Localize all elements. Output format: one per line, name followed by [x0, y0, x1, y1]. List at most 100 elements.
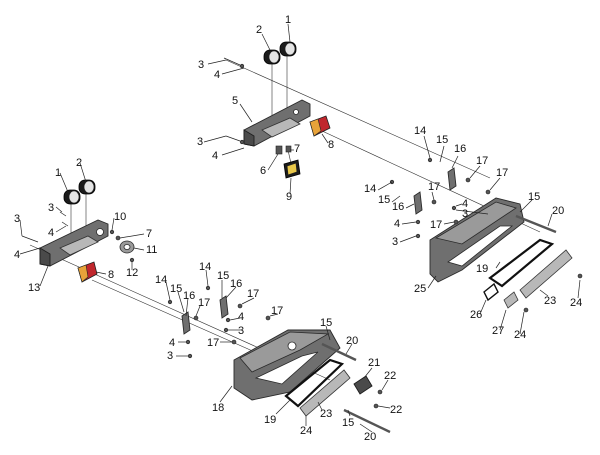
callout-27: 27: [492, 325, 504, 337]
screw-24-right-a: [577, 273, 583, 279]
callout-9: 9: [286, 191, 292, 203]
callout-1-upper: 1: [285, 14, 291, 26]
callout-26: 26: [470, 309, 482, 321]
callout-3-right-a: 3: [462, 208, 468, 220]
work-lamp-left-1: [63, 189, 81, 205]
callout-3-left-a: 3: [48, 202, 54, 214]
callout-25: 25: [414, 283, 426, 295]
callout-3-lower-a: 3: [238, 325, 244, 337]
callout-14-right-a: 14: [414, 125, 426, 137]
rear-lamp-left: [77, 261, 98, 283]
screw-22-b: [373, 403, 379, 409]
right-housing-assembly: [389, 157, 583, 313]
callout-10: 10: [114, 211, 126, 223]
screw-22-a: [377, 389, 383, 395]
plate-27: [503, 291, 519, 309]
hinge-16-right-b: [413, 191, 423, 215]
callout-12: 12: [126, 267, 138, 279]
callout-23-right: 23: [544, 295, 556, 307]
callout-17-lower-a: 17: [198, 297, 210, 309]
callout-16-lower-b: 16: [230, 278, 242, 290]
callout-22-b: 22: [390, 404, 402, 416]
callout-21: 21: [368, 357, 380, 369]
callout-6: 6: [260, 165, 266, 177]
washer-4-b: [185, 339, 191, 345]
callout-17-lower-c: 17: [271, 305, 283, 317]
rod-20-b: [343, 408, 391, 434]
callout-7-upper: 7: [294, 143, 300, 155]
rear-lamp-upper: [309, 115, 331, 137]
callout-8-upper: 8: [328, 139, 334, 151]
callout-20-lower-a: 20: [346, 335, 358, 347]
work-lamp-upper-2: [263, 49, 281, 65]
housing-18-top: [239, 331, 330, 373]
gasket-26: [483, 282, 499, 302]
callout-3-right-b: 3: [392, 236, 398, 248]
callout-14-right-b: 14: [364, 183, 376, 195]
callout-23-lower: 23: [320, 408, 332, 420]
lamp-mount-plate-left: [59, 235, 99, 256]
housing-18-port: [287, 341, 297, 351]
callout-1-left: 1: [55, 167, 61, 179]
lamp-mount-plate-upper: [261, 117, 301, 138]
callout-24-lower: 24: [300, 425, 312, 437]
callout-15-right-b: 15: [378, 194, 390, 206]
callout-4-lower-a: 4: [238, 311, 244, 323]
callout-3-mid: 3: [197, 136, 203, 148]
nut-17-d: [231, 339, 237, 345]
bolt-3-left: [21, 235, 39, 243]
callout-17-lower-b: 17: [247, 288, 259, 300]
nut-17-h: [453, 219, 459, 225]
callout-15-right-a: 15: [436, 134, 448, 146]
bracket-hole: [293, 109, 299, 115]
callout-20-lower-b: 20: [364, 431, 376, 443]
callout-4-left-a: 4: [48, 227, 54, 239]
nut-17-e: [465, 177, 471, 183]
callout-14-lower-a: 14: [155, 274, 167, 286]
callout-24-right-a: 24: [570, 297, 582, 309]
hinge-16-left-b: [219, 295, 229, 319]
callout-4-lower-b: 4: [169, 337, 175, 349]
callout-4-right-b: 4: [394, 218, 400, 230]
rod-20-a: [321, 342, 357, 362]
rod-20-right: [515, 214, 557, 234]
reflector-21: [353, 375, 373, 395]
callout-labels: 1 2 3 4 5 3 4 7 8 6 9 1 2 3 3 4 4 10 7 1…: [14, 14, 582, 443]
cover-plate-23-right: [519, 249, 573, 299]
callout-3-left-b: 3: [14, 213, 20, 225]
callout-8-left: 8: [108, 269, 114, 281]
fastener-7: [285, 145, 292, 153]
screw-24-right-b: [523, 307, 529, 313]
screw-12: [129, 257, 135, 263]
housing-25-top: [434, 201, 517, 245]
callout-4-left-b: 4: [14, 249, 20, 261]
bracket-hole-left: [96, 228, 104, 236]
screw-3-c: [415, 233, 421, 239]
callout-3-upper: 3: [198, 59, 204, 71]
callout-17-right-c: 17: [428, 181, 440, 193]
callout-7-left: 7: [146, 228, 152, 240]
bolt-3-left-c: [61, 221, 69, 227]
callout-2-left: 2: [76, 157, 82, 169]
washer-14-b: [205, 285, 211, 291]
callout-11: 11: [146, 244, 157, 256]
screw-3-a: [223, 327, 229, 333]
housing-25-window: [447, 225, 514, 267]
washer-14-c: [427, 157, 433, 163]
callout-17-lower-d: 17: [207, 337, 219, 349]
callout-17-right-b: 17: [496, 167, 508, 179]
washer-4-c: [451, 205, 457, 211]
callout-17-right-a: 17: [476, 155, 488, 167]
nut-17-c: [265, 315, 271, 321]
housing-18-window: [254, 351, 319, 385]
hinge-16-right-a: [447, 167, 457, 191]
callout-15-right-c: 15: [528, 191, 540, 203]
fastener-6: [275, 145, 283, 155]
upper-lamp-bracket-assembly: [223, 41, 331, 179]
callout-13: 13: [28, 282, 40, 294]
callout-24-right-b: 24: [514, 329, 526, 341]
callout-15-lower-a: 15: [170, 283, 182, 295]
gasket-19-right: [488, 238, 555, 288]
washer-4-d: [415, 219, 421, 225]
